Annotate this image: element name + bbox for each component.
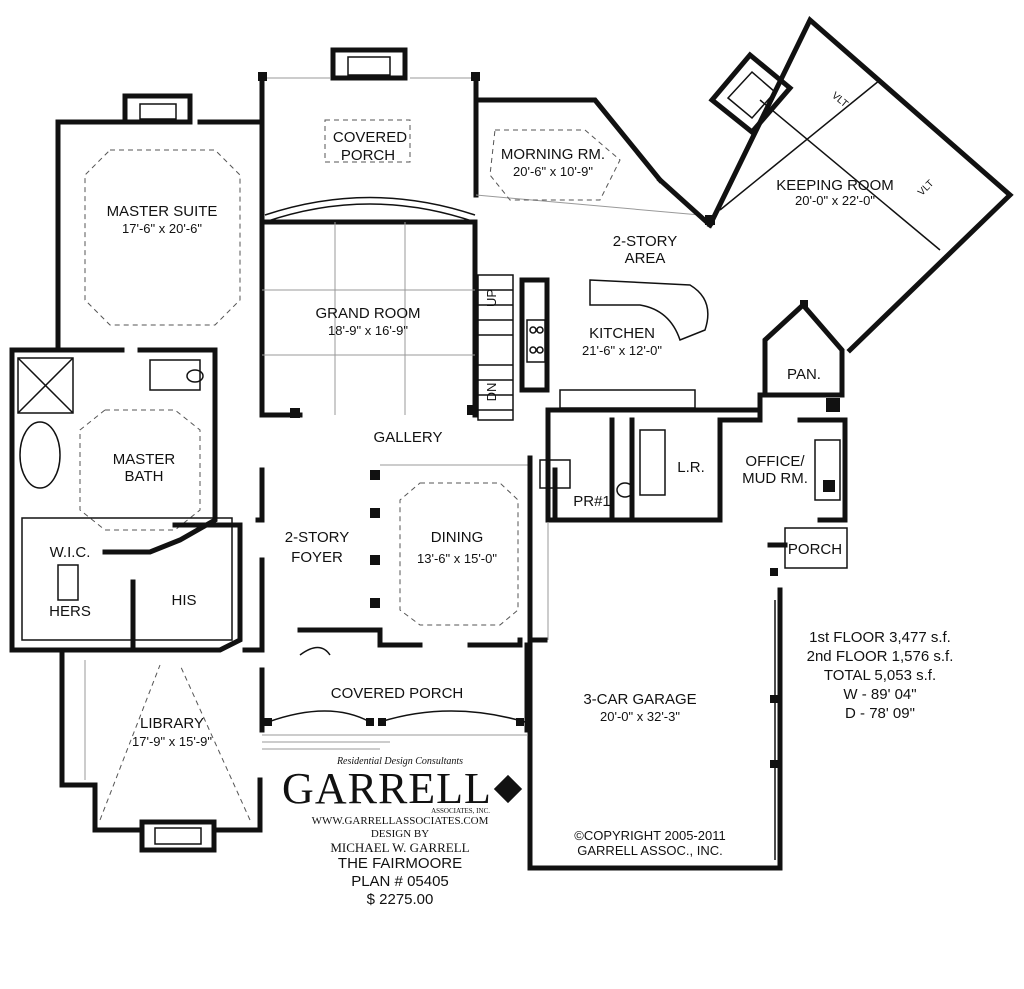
foyer-label-1: 2-STORY xyxy=(285,529,349,546)
stair-up-label: UP xyxy=(484,289,499,307)
office-mud-label-2: MUD RM. xyxy=(742,470,808,487)
master-bath-label-1: MASTER xyxy=(113,451,176,468)
square-footage-summary: 1st FLOOR 3,477 s.f. 2nd FLOOR 1,576 s.f… xyxy=(770,628,990,723)
hers-closet-label: HERS xyxy=(49,603,91,620)
kitchen-fixtures xyxy=(519,277,763,413)
copyright-notice: ©COPYRIGHT 2005-2011 GARRELL ASSOC., INC… xyxy=(540,828,760,858)
design-by-label: DESIGN BY xyxy=(370,828,430,840)
front-porch-label: COVERED PORCH xyxy=(331,685,464,702)
side-porch-label: PORCH xyxy=(788,541,842,558)
keeping-room-dims: 20'-0" x 22'-0" xyxy=(795,193,875,208)
pantry-label: PAN. xyxy=(787,366,821,383)
foyer-dining-walls xyxy=(242,455,548,656)
morning-room-name: MORNING RM. xyxy=(501,146,605,163)
kitchen-dims: 21'-6" x 12'-0" xyxy=(582,343,662,358)
laundry-room-label: L.R. xyxy=(677,459,705,476)
copyright-line-2: GARRELL ASSOC., INC. xyxy=(577,843,723,858)
master-bath-walls xyxy=(9,347,218,555)
powder-room-label: PR#1 xyxy=(573,493,611,510)
master-suite-dims: 17'-6" x 20'-6" xyxy=(122,221,202,236)
closets xyxy=(9,507,243,653)
plan-price: $ 2275.00 xyxy=(366,891,434,908)
office-mud-label-1: OFFICE/ xyxy=(745,453,805,470)
rear-porch-label-2: PORCH xyxy=(341,147,395,164)
rear-fireplace xyxy=(330,47,408,81)
overall-width: W - 89' 04" xyxy=(843,686,917,703)
garage-walls xyxy=(527,522,783,871)
side-porch xyxy=(767,527,848,569)
copyright-line-1: ©COPYRIGHT 2005-2011 xyxy=(574,828,726,843)
morning-room-dims: 20'-6" x 10'-9" xyxy=(513,164,593,179)
brand-website: WWW.GARRELLASSOCIATES.COM xyxy=(311,815,489,827)
grand-room-dims: 18'-9" x 16'-9" xyxy=(328,323,408,338)
grand-room-walls xyxy=(259,219,478,418)
master-bath-label-2: BATH xyxy=(125,468,164,485)
front-covered-porch xyxy=(259,642,530,750)
two-story-area-label-2: AREA xyxy=(625,250,666,267)
library-name: LIBRARY xyxy=(140,715,204,732)
stairs xyxy=(477,274,514,421)
garage-name: 3-CAR GARAGE xyxy=(583,691,696,708)
total-area: TOTAL 5,053 s.f. xyxy=(823,667,937,684)
designer-name: MICHAEL W. GARRELL xyxy=(330,840,470,855)
master-fireplace xyxy=(122,93,193,125)
vault-label-2: VLT xyxy=(916,178,936,198)
grand-room-name: GRAND ROOM xyxy=(316,305,421,322)
two-story-area-label-1: 2-STORY xyxy=(613,233,677,250)
library-fireplace xyxy=(139,819,217,853)
foyer-label-2: FOYER xyxy=(291,549,343,566)
brand-associates: ASSOCIATES, INC. xyxy=(431,807,490,815)
diamond-icon xyxy=(493,774,523,804)
overall-depth: D - 78' 09" xyxy=(845,705,915,722)
dining-name: DINING xyxy=(431,529,484,546)
second-floor-area: 2nd FLOOR 1,576 s.f. xyxy=(806,648,954,665)
brand-logo-text: GARRELL xyxy=(282,764,492,813)
library-walls xyxy=(59,647,263,833)
library-dims: 17'-9" x 15'-9" xyxy=(132,734,212,749)
his-closet-label: HIS xyxy=(171,592,196,609)
first-floor-area: 1st FLOOR 3,477 s.f. xyxy=(809,629,951,646)
rear-porch-label-1: COVERED xyxy=(333,129,407,146)
pantry xyxy=(762,301,845,412)
brand-block: Residential Design Consultants GARRELL A… xyxy=(280,756,523,909)
brand-logo: GARRELL xyxy=(280,764,523,813)
dining-dims: 13'-6" x 15'-0" xyxy=(417,551,497,566)
plan-number: PLAN # 05405 xyxy=(351,873,449,890)
wic-label: W.I.C. xyxy=(50,544,91,561)
plan-name: THE FAIRMOORE xyxy=(337,855,463,872)
master-suite-name: MASTER SUITE xyxy=(107,203,218,220)
gallery-label: GALLERY xyxy=(374,429,443,446)
kitchen-name: KITCHEN xyxy=(589,325,655,342)
garage-dims: 20'-0" x 32'-3" xyxy=(600,709,680,724)
brand-tagline: Residential Design Consultants xyxy=(336,756,464,767)
service-rooms xyxy=(539,392,848,523)
morning-room-walls xyxy=(473,97,701,216)
keeping-room-name: KEEPING ROOM xyxy=(776,177,894,194)
stair-down-label: DN xyxy=(484,383,499,402)
master-suite-walls xyxy=(55,119,265,353)
keeping-room-fireplace xyxy=(708,51,794,136)
